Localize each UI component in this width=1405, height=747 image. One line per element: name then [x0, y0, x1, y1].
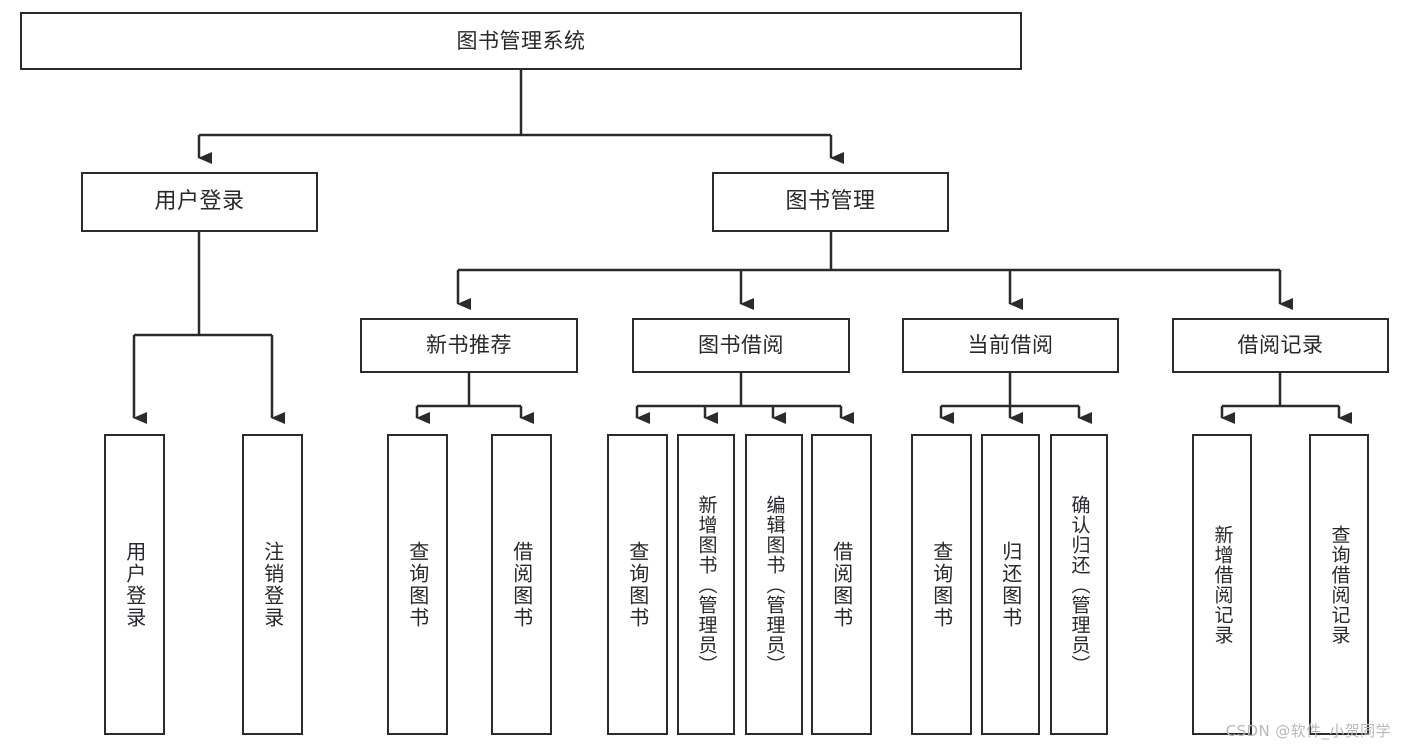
- node-root-label: 图书管理系统: [456, 28, 586, 53]
- node-current-borrow[interactable]: 当前借阅: [902, 318, 1119, 373]
- node-book-manage-label: 图书管理: [785, 189, 876, 215]
- node-user-login[interactable]: 用户登录: [81, 172, 318, 232]
- node-leaf-edit-book-label: 编辑图书（管理员）: [763, 494, 786, 675]
- node-leaf-return-book[interactable]: 归还图书: [981, 434, 1040, 735]
- node-leaf-user-login-label: 用户登录: [122, 540, 147, 629]
- node-root[interactable]: 图书管理系统: [20, 12, 1022, 70]
- node-leaf-user-login[interactable]: 用户登录: [104, 434, 165, 735]
- node-book-borrow[interactable]: 图书借阅: [632, 318, 850, 373]
- node-new-book-recommend[interactable]: 新书推荐: [360, 318, 578, 373]
- node-leaf-add-book[interactable]: 新增图书（管理员）: [677, 434, 735, 735]
- node-leaf-borrow-book-1-label: 借阅图书: [509, 540, 534, 629]
- node-book-borrow-label: 图书借阅: [698, 333, 784, 358]
- node-leaf-user-logout-label: 注销登录: [260, 540, 285, 629]
- node-leaf-add-record[interactable]: 新增借阅记录: [1192, 434, 1252, 735]
- node-leaf-edit-book[interactable]: 编辑图书（管理员）: [745, 434, 803, 735]
- csdn-watermark: CSDN @软件_小贺同学: [1225, 722, 1391, 740]
- node-leaf-query-book-1-label: 查询图书: [405, 540, 430, 629]
- node-borrow-record[interactable]: 借阅记录: [1172, 318, 1389, 373]
- node-current-borrow-label: 当前借阅: [967, 333, 1054, 358]
- node-leaf-query-book-2-label: 查询图书: [625, 540, 650, 629]
- node-borrow-record-label: 借阅记录: [1237, 333, 1324, 358]
- node-leaf-query-book-3-label: 查询图书: [929, 540, 954, 629]
- node-leaf-query-book-3[interactable]: 查询图书: [911, 434, 972, 735]
- node-leaf-confirm-return-label: 确认归还（管理员）: [1068, 494, 1091, 675]
- node-user-login-label: 用户登录: [154, 189, 245, 215]
- node-leaf-add-book-label: 新增图书（管理员）: [695, 494, 718, 675]
- node-leaf-borrow-book-2[interactable]: 借阅图书: [811, 434, 872, 735]
- node-leaf-borrow-book-1[interactable]: 借阅图书: [491, 434, 552, 735]
- node-leaf-query-book-2[interactable]: 查询图书: [607, 434, 668, 735]
- node-leaf-query-record[interactable]: 查询借阅记录: [1309, 434, 1369, 735]
- node-new-book-recommend-label: 新书推荐: [426, 333, 512, 358]
- node-leaf-query-record-label: 查询借阅记录: [1328, 524, 1351, 645]
- node-leaf-confirm-return[interactable]: 确认归还（管理员）: [1050, 434, 1108, 735]
- node-leaf-borrow-book-2-label: 借阅图书: [829, 540, 854, 629]
- node-leaf-add-record-label: 新增借阅记录: [1211, 524, 1234, 645]
- node-book-manage[interactable]: 图书管理: [712, 172, 949, 232]
- node-leaf-return-book-label: 归还图书: [998, 540, 1023, 629]
- node-leaf-query-book-1[interactable]: 查询图书: [387, 434, 448, 735]
- node-leaf-user-logout[interactable]: 注销登录: [242, 434, 303, 735]
